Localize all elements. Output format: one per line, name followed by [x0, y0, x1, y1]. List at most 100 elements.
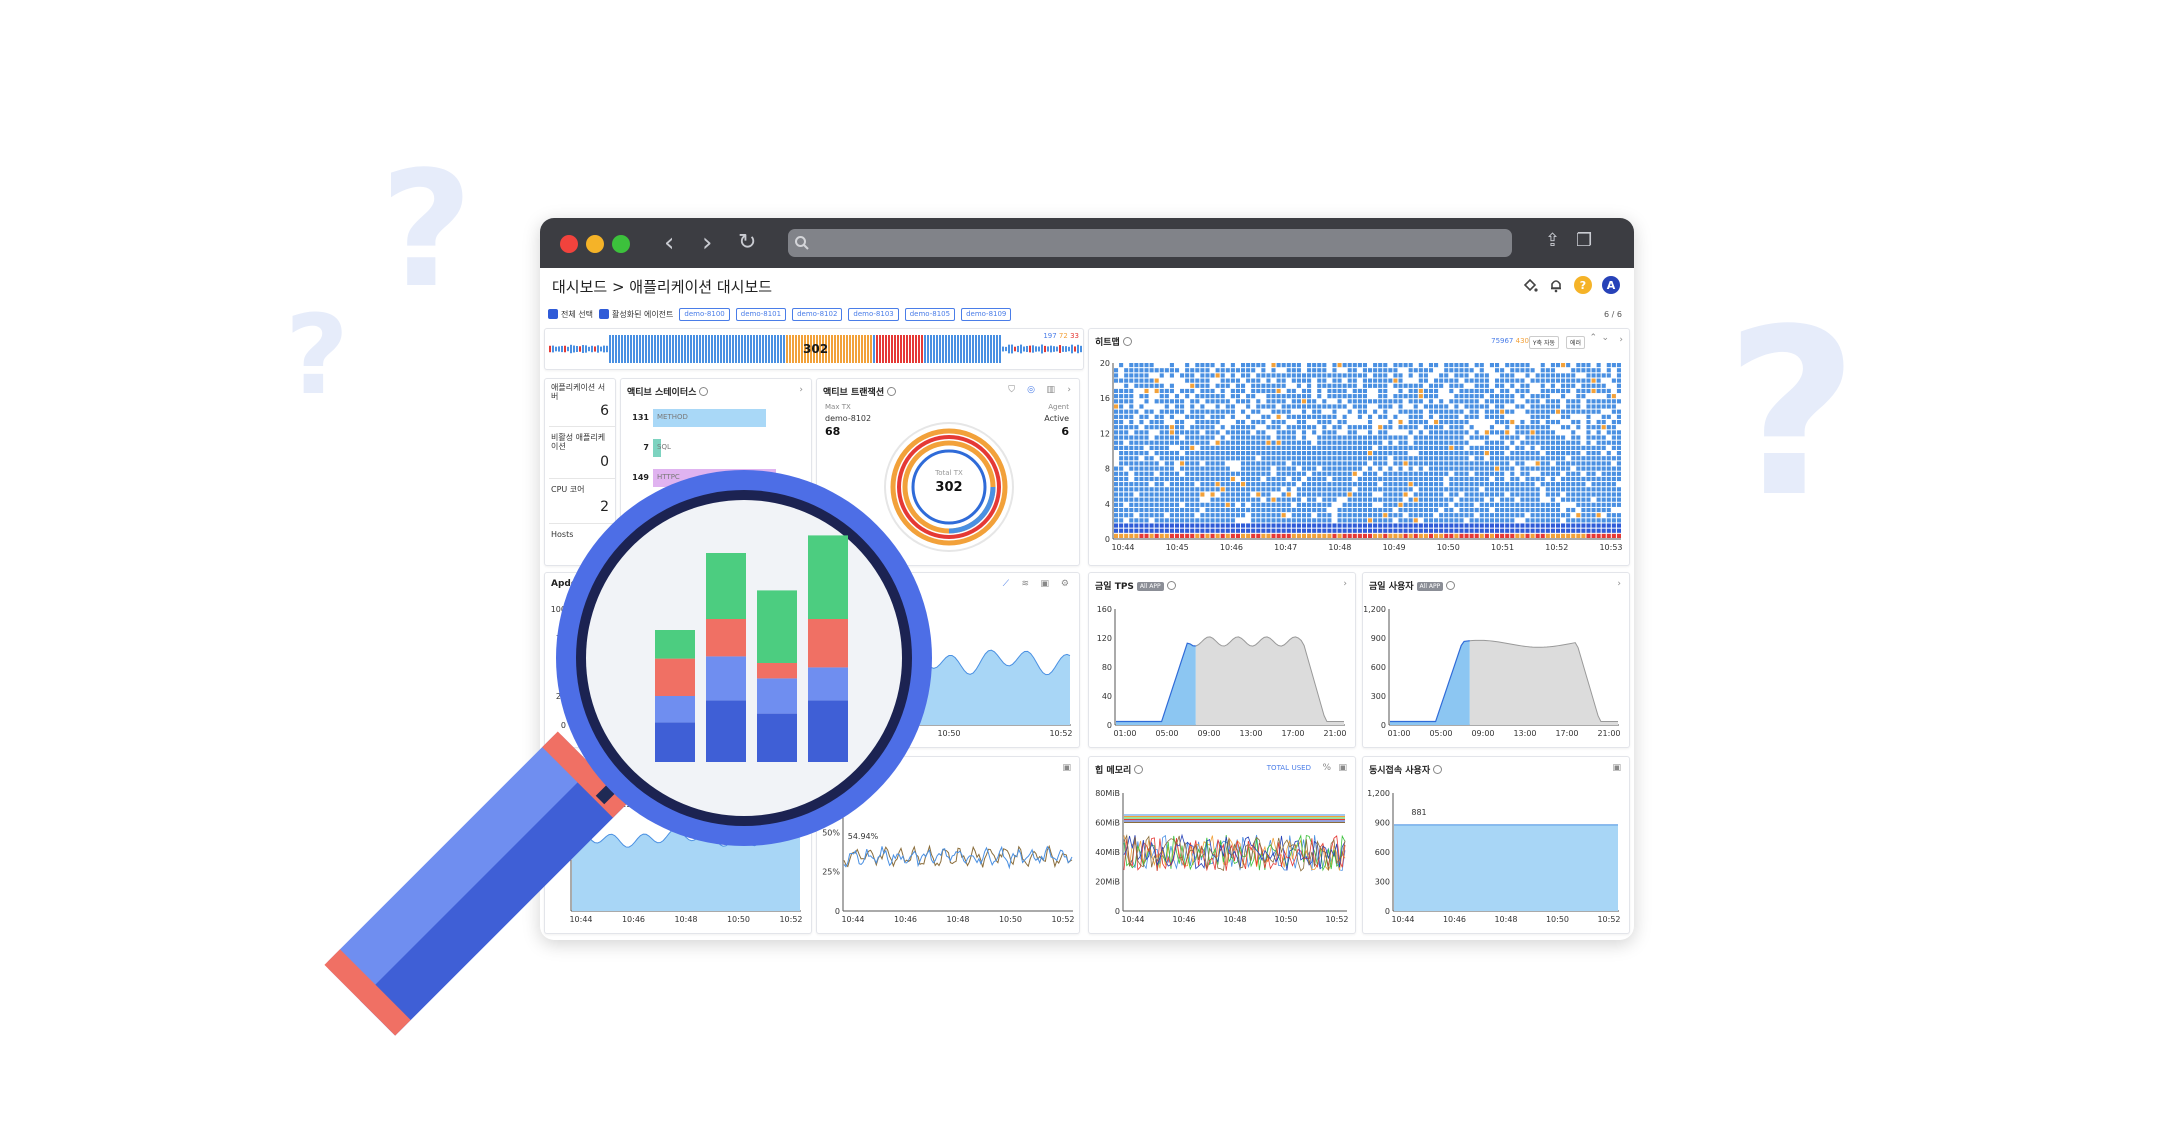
chevron-right-icon[interactable]: ›	[1343, 579, 1347, 589]
maximize-dot[interactable]	[612, 235, 630, 253]
heatmap-cell	[1185, 414, 1190, 419]
heatmap-cell	[1149, 445, 1154, 450]
info-icon[interactable]	[699, 387, 709, 396]
heatmap-cell	[1261, 445, 1266, 450]
heatmap-cell	[1596, 456, 1601, 461]
heatmap-cell	[1581, 461, 1586, 466]
heatmap-cell	[1545, 492, 1550, 497]
heatmap-cell	[1500, 487, 1505, 492]
line-chart-icon[interactable]: ⟋	[1002, 579, 1009, 589]
minimize-dot[interactable]	[586, 235, 604, 253]
error-toggle[interactable]: 에러	[1565, 336, 1585, 349]
heatmap-cell	[1134, 373, 1139, 378]
chevron-right-icon[interactable]: ›	[799, 385, 803, 395]
agent-chip[interactable]: demo-8102	[792, 307, 843, 321]
heatmap-cell	[1246, 487, 1251, 492]
image-icon[interactable]: ▣	[1612, 763, 1621, 773]
heatmap-cell	[1215, 368, 1220, 373]
heatmap-cell	[1449, 482, 1454, 487]
heatmap-cell	[1251, 466, 1256, 471]
percent-icon[interactable]: %	[1322, 763, 1331, 773]
heatmap-cell	[1479, 404, 1484, 409]
agent-chip[interactable]: demo-8100	[679, 307, 730, 321]
heatmap-cell	[1119, 399, 1124, 404]
target-icon[interactable]: ◎	[1027, 385, 1035, 395]
settings-icon[interactable]: ⛉	[1008, 385, 1015, 395]
heatmap-cell	[1510, 502, 1515, 507]
heatmap-cell	[1174, 456, 1180, 461]
info-icon[interactable]	[1433, 765, 1443, 774]
image-icon[interactable]: ▣	[1062, 763, 1071, 773]
summary-bar-segment	[927, 335, 929, 363]
close-dot[interactable]	[560, 235, 578, 253]
heatmap-cell	[1540, 409, 1545, 414]
info-icon[interactable]	[1122, 337, 1132, 346]
chevron-right-icon[interactable]: ›	[1067, 385, 1071, 395]
heatmap-cell	[1124, 482, 1129, 487]
heatmap-cell	[1190, 523, 1195, 528]
info-icon[interactable]	[1134, 765, 1144, 774]
avatar[interactable]: A	[1602, 276, 1620, 294]
heatmap-cell	[1296, 368, 1301, 373]
heatmap-cell	[1230, 394, 1235, 399]
heatmap-cell	[1368, 456, 1373, 461]
share-icon[interactable]: ⇪	[1545, 230, 1561, 251]
heatmap-cell	[1388, 471, 1393, 476]
response-marker-label: 2.9s	[619, 800, 636, 809]
address-bar[interactable]	[788, 229, 1512, 257]
heatmap-cell	[1403, 533, 1408, 538]
info-icon[interactable]	[1446, 581, 1456, 590]
image-icon[interactable]: ▣	[1338, 763, 1347, 773]
agent-chip[interactable]: demo-8103	[848, 307, 899, 321]
summary-bar-panel: 302 197 72 33	[544, 328, 1084, 370]
heatmap-cell	[1545, 368, 1550, 373]
status-count: 131	[632, 413, 649, 422]
legend-used[interactable]: USED	[1291, 764, 1311, 772]
heatmap-cell	[1119, 507, 1124, 513]
chevron-up-icon[interactable]: ⌃	[1589, 333, 1597, 343]
bar-chart-icon[interactable]: ▥	[1046, 385, 1055, 395]
select-all-checkbox[interactable]: 전체 선택	[548, 309, 593, 320]
summary-count-orange: 72	[1058, 332, 1068, 340]
agent-chip[interactable]: demo-8109	[961, 307, 1012, 321]
summary-bar-segment	[1059, 345, 1061, 353]
heatmap-cell	[1474, 487, 1479, 492]
chevron-right-icon[interactable]: ›	[1617, 579, 1621, 589]
tabs-icon[interactable]: ❐	[1576, 230, 1593, 251]
reload-icon[interactable]: ↻	[738, 230, 757, 255]
image-icon[interactable]: ▣	[1040, 579, 1049, 589]
heatmap-cell	[1190, 373, 1195, 378]
help-icon[interactable]: ?	[1574, 276, 1592, 294]
heatmap-cell	[1525, 440, 1530, 445]
heatmap-cell	[1469, 404, 1474, 409]
info-icon[interactable]	[887, 387, 897, 396]
heatmap-cell	[1251, 363, 1256, 368]
heatmap-cell	[1307, 466, 1312, 471]
gear-icon[interactable]: ⚙	[1060, 579, 1069, 589]
agent-chip[interactable]: demo-8101	[735, 307, 787, 321]
legend-total[interactable]: TOTAL	[1266, 764, 1289, 772]
heatmap-cell	[1434, 487, 1439, 492]
bell-icon[interactable]	[1548, 277, 1564, 293]
heatmap-cell	[1230, 414, 1235, 419]
chevron-right-icon[interactable]: ›	[1619, 335, 1623, 345]
heatmap-cell	[1520, 378, 1525, 383]
heatmap-cell	[1200, 492, 1205, 497]
active-agents-checkbox[interactable]: 활성화된 에이전트	[598, 309, 673, 320]
y-axis-auto-toggle[interactable]: Y축 자동	[1528, 336, 1559, 349]
heatmap-cell	[1510, 378, 1515, 383]
back-icon[interactable]: ‹	[664, 228, 675, 258]
total-tx-label: Total TX	[935, 469, 963, 477]
forward-icon[interactable]: ›	[702, 228, 713, 258]
status-row[interactable]: 15	[625, 497, 809, 519]
stack-chart-icon[interactable]: ≋	[1021, 579, 1029, 589]
paint-bucket-icon[interactable]	[1522, 277, 1538, 293]
chevron-down-icon[interactable]: ⌄	[1601, 333, 1609, 343]
summary-bar-segment	[618, 335, 620, 363]
heatmap-cell	[1479, 445, 1484, 450]
info-icon[interactable]	[1166, 581, 1176, 590]
agent-chip[interactable]: demo-8105	[904, 307, 956, 321]
